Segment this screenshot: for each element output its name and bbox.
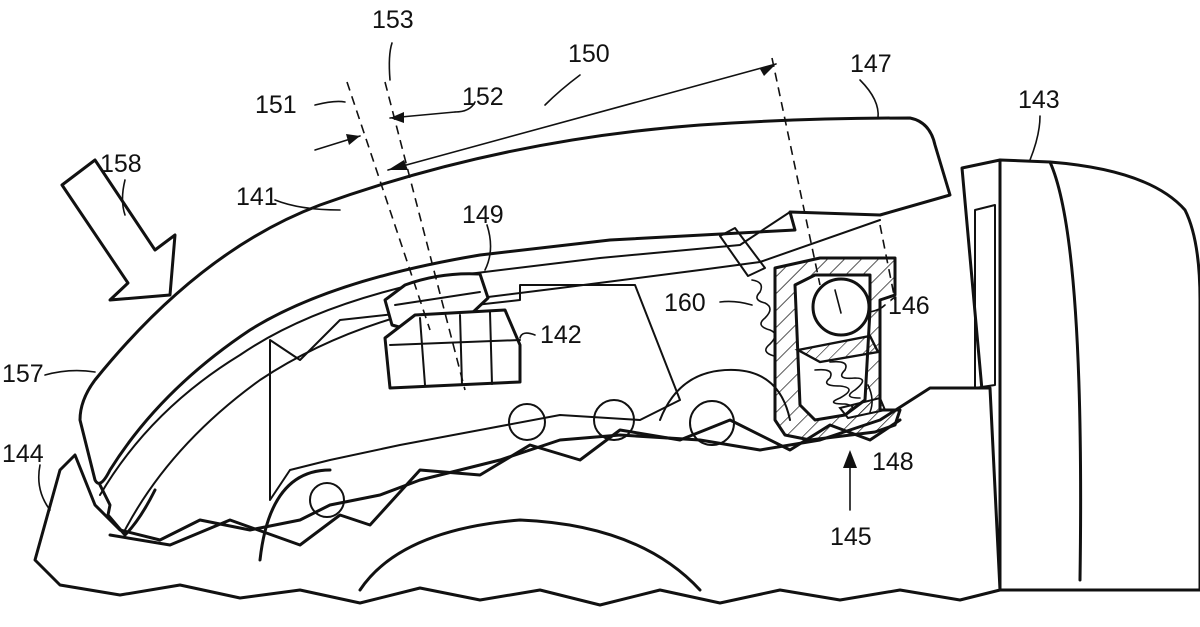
label-153: 153 <box>372 6 414 34</box>
label-160: 160 <box>664 289 706 317</box>
label-142: 142 <box>540 321 582 349</box>
label-152: 152 <box>462 83 504 111</box>
dimension-150 <box>387 63 777 171</box>
label-148: 148 <box>872 448 914 476</box>
reference-lines <box>346 57 896 391</box>
spring-160 <box>719 227 776 357</box>
label-151: 151 <box>255 91 297 119</box>
leader-lines <box>37 42 1041 511</box>
label-144: 144 <box>2 440 44 468</box>
label-145: 145 <box>830 523 872 551</box>
label-147: 147 <box>850 50 892 78</box>
label-146: 146 <box>888 292 930 320</box>
label-150: 150 <box>568 40 610 68</box>
labels: 153 151 152 150 147 143 158 141 149 142 … <box>2 6 1060 551</box>
angle-markers <box>314 111 456 151</box>
part-142 <box>383 308 522 390</box>
base-body <box>33 284 1002 607</box>
label-149: 149 <box>462 201 504 229</box>
force-arrow-158 <box>60 158 177 302</box>
label-157: 157 <box>2 360 44 388</box>
latch-assembly-145 <box>773 256 902 442</box>
label-158: 158 <box>100 150 142 178</box>
label-143: 143 <box>1018 86 1060 114</box>
label-141: 141 <box>236 183 278 211</box>
